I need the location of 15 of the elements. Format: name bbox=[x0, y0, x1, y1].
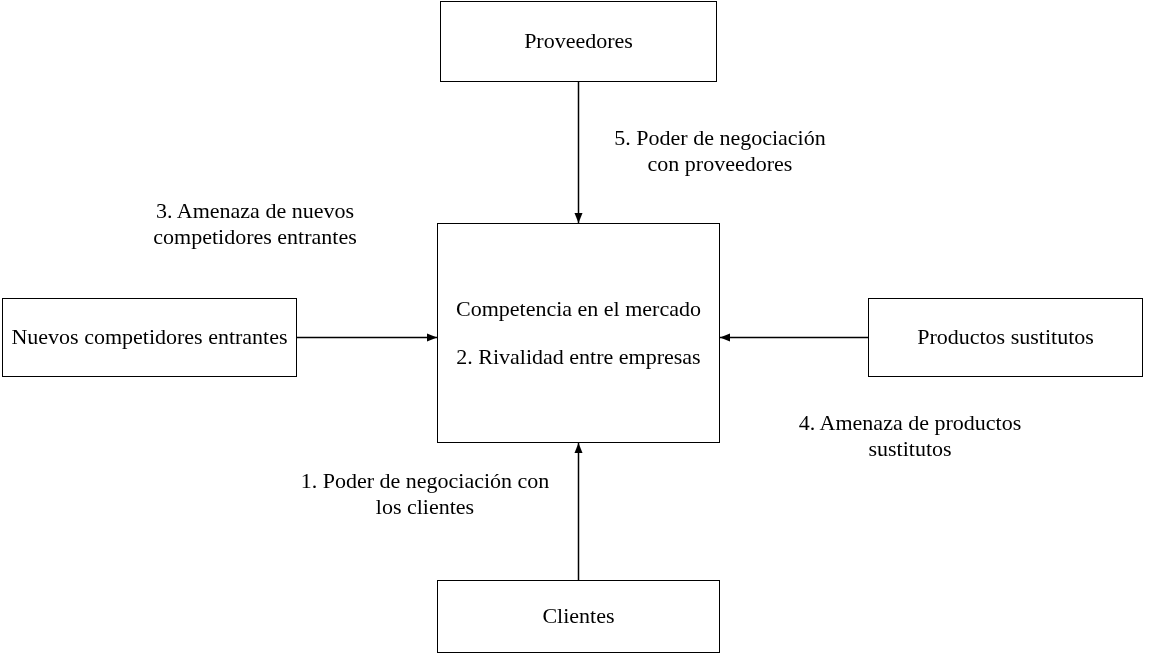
arrow bbox=[574, 81, 583, 224]
box bbox=[2, 298, 297, 377]
arrow bbox=[574, 442, 583, 581]
box bbox=[868, 298, 1143, 377]
box-text: Nuevos competidores entrantes bbox=[11, 324, 288, 351]
box bbox=[437, 223, 720, 443]
arrow bbox=[719, 333, 869, 342]
box-text: Clientes bbox=[542, 603, 615, 630]
box-text: 2. Rivalidad entre empresas bbox=[456, 344, 701, 371]
box-text: Competencia en el mercado bbox=[456, 295, 701, 322]
box-text: Productos sustitutos bbox=[917, 324, 1094, 351]
box-text: Proveedores bbox=[524, 28, 633, 55]
box bbox=[440, 1, 717, 82]
box bbox=[437, 580, 720, 653]
arrow bbox=[296, 333, 438, 342]
